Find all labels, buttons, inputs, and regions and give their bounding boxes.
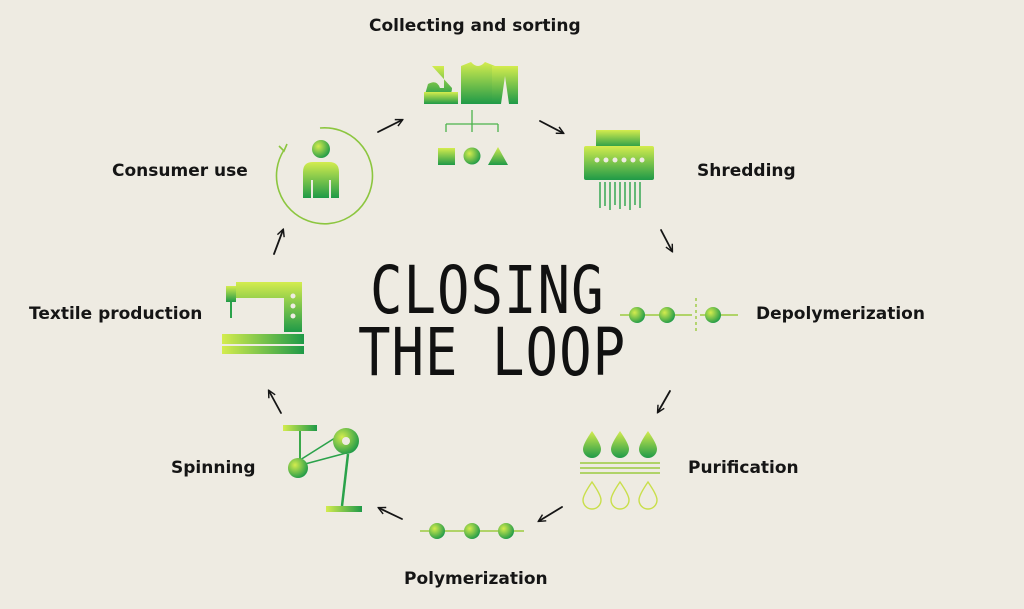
stage-label-spinning: Spinning [171,458,256,478]
arrow-depolymerization-to-purification [658,390,671,412]
droplets-filter-icon [580,431,660,510]
stage-label-depolymerization: Depolymerization [756,304,925,324]
stage-label-polymerization: Polymerization [404,569,548,589]
arrow-shredding-to-depolymerization [660,229,672,251]
arrow-polymerization-to-spinning [379,508,403,520]
stage-label-purification: Purification [688,458,799,478]
separated-molecules-icon [620,298,738,332]
person-cycle-icon [275,127,374,225]
shredder-icon [584,130,654,210]
sewing-machine-icon [222,282,304,354]
linked-molecules-icon [420,523,524,539]
arrow-spinning-to-textile [269,391,282,414]
arrow-consumer-to-collecting [377,120,402,133]
arrow-textile-to-consumer [273,230,283,255]
spinning-wheel-icon [283,425,362,512]
cycle-arrows [269,120,672,521]
stage-label-consumer-use: Consumer use [112,161,248,181]
diagram-title-line-1: CLOSING [370,252,605,329]
stage-label-collecting: Collecting and sorting [369,16,581,36]
stage-label-textile-production: Textile production [29,304,203,324]
stage-label-shredding: Shredding [697,161,796,181]
arrow-purification-to-polymerization [539,506,563,521]
diagram-title-line-2: THE LOOP [358,314,627,391]
clothing-sorting-icon [424,62,518,165]
arrow-collecting-to-shredding [539,120,563,133]
